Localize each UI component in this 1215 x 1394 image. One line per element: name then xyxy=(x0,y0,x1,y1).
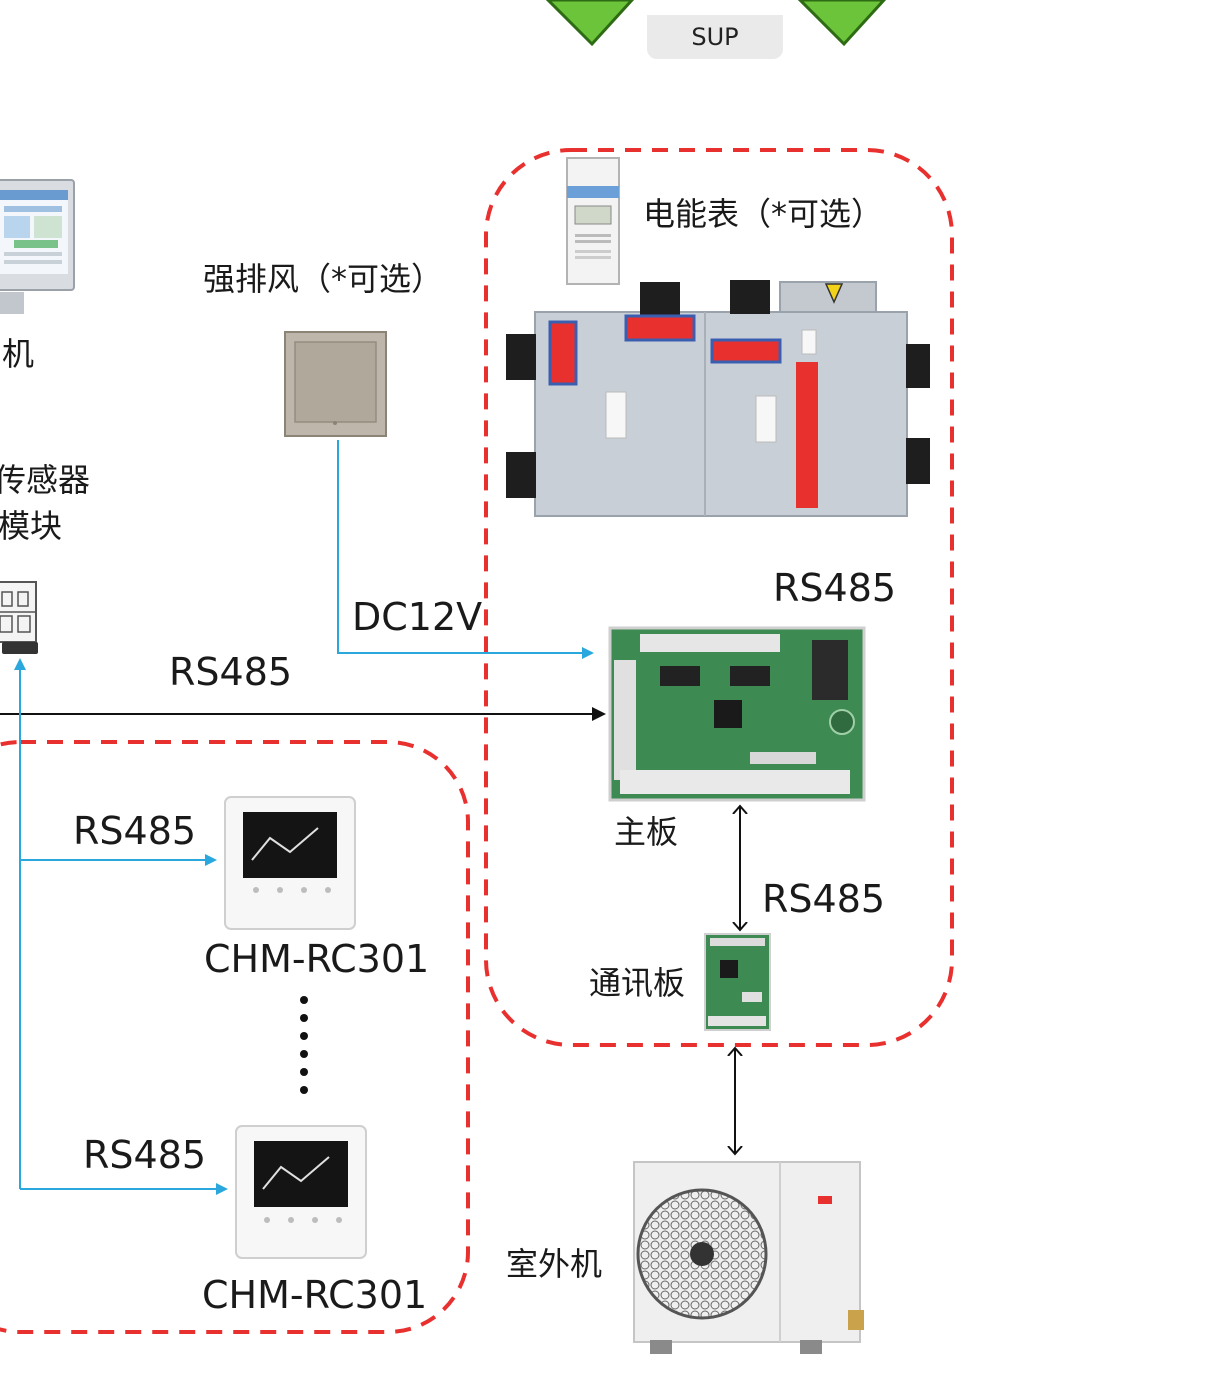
sup-badge: SUP xyxy=(647,15,783,59)
rs485-comm-label: RS485 xyxy=(762,877,886,921)
computer-icon xyxy=(0,179,75,314)
controller-panel-icon-2 xyxy=(235,1125,367,1259)
energy-meter-icon xyxy=(566,157,620,285)
sensor-label: 传感器 xyxy=(0,461,91,499)
computer-label: 机 xyxy=(2,335,35,373)
rs485-controller-2-label: RS485 xyxy=(83,1133,207,1177)
force-exhaust-label: 强排风（*可选） xyxy=(203,260,444,298)
ventilation-unit-icon xyxy=(506,280,930,517)
sensor-module-icon xyxy=(0,581,38,654)
dc12v-label: DC12V xyxy=(352,595,483,639)
energy-meter-label: 电能表（*可选） xyxy=(643,195,884,233)
comm-board-icon xyxy=(704,933,771,1031)
controller-1-label: CHM-RC301 xyxy=(204,937,430,981)
sensor-module-label: 模块 xyxy=(0,507,63,545)
exhaust-switch-icon xyxy=(284,331,387,437)
outdoor-unit-label: 室外机 xyxy=(506,1245,603,1283)
dc12v-link-line xyxy=(337,440,594,659)
outdoor-unit-icon xyxy=(633,1161,864,1354)
rs485-unit-label: RS485 xyxy=(773,566,897,610)
indoor-unit-group-border xyxy=(484,148,954,1047)
controller-panel-icon-1 xyxy=(224,796,356,930)
controller-group-border xyxy=(0,740,470,1334)
controller-2-label: CHM-RC301 xyxy=(202,1273,428,1317)
main-board-label: 主板 xyxy=(614,813,679,851)
green-arrow-icon-left xyxy=(545,0,635,47)
main-board-icon xyxy=(608,626,866,802)
green-arrow-icon-right xyxy=(797,0,887,47)
rs485-controller-1-label: RS485 xyxy=(73,809,197,853)
more-controllers-ellipsis xyxy=(300,996,308,1094)
rs485-main-label: RS485 xyxy=(169,650,293,694)
comm-board-label: 通讯板 xyxy=(589,964,686,1002)
